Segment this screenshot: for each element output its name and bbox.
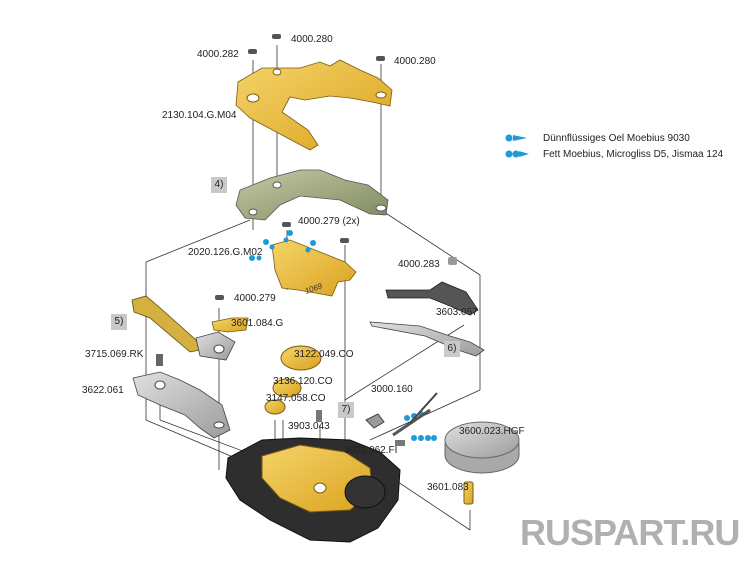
label-3147: 3147.058.CO [266,393,326,404]
bridge-green [235,169,389,221]
legend-label: Fett Moebius, Microgliss D5, Jismaa 124 [543,149,724,160]
label-3122: 3122.049.CO [294,349,354,360]
oil-drop-icon [505,134,527,142]
lubrication-marks [249,230,437,441]
step-5-badge: 5) [111,314,127,330]
part-3601-083 [463,481,474,505]
part-3601-084 [211,317,249,333]
spring-part [131,295,201,353]
label-3601-084: 3601.084.G [231,318,284,329]
label-3715: 3715.069.RK [85,349,144,360]
label-4000-283: 4000.283 [398,259,440,270]
screw-icons [215,34,457,300]
label-4000-279: 4000.279 [234,293,276,304]
screw-3903 [316,410,322,422]
battery-3600 [444,421,520,459]
pin-3715 [156,354,163,366]
label-4000-280: 4000.280 [291,34,333,45]
pinion-3001 [395,440,405,446]
watermark: RUSPART.RU [520,512,740,553]
label-3001: 3001.062.FI [344,445,398,456]
legend-grease: Fett Moebius, Microgliss D5, Jismaa 124 [505,149,723,160]
label-2130: 2130.104.G.M04 [162,110,237,121]
step-4-badge: 4) [211,177,227,193]
wheel-3147 [264,399,286,415]
bridge-2130 [235,59,393,151]
step-7-badge: 7) [338,402,354,418]
label-4000-280: 4000.280 [394,56,436,67]
step-6-badge: 6) [444,341,460,357]
wheel-3136 [272,378,302,398]
lever-6 [369,321,485,357]
label-3603: 3603.057 [436,307,478,318]
label-3600: 3600.023.HGF [459,426,525,437]
plate-2020 [271,239,357,297]
label-3136: 3136.120.CO [273,376,333,387]
grease-drop-icon [505,150,529,158]
legend-oil: Dünnflüssiges Oel Moebius 9030 [505,133,690,144]
label-4000-279-2x: 4000.279 (2x) [298,216,360,227]
legend-label: Dünnflüssiges Oel Moebius 9030 [543,133,690,144]
label-4000-282: 4000.282 [197,49,239,60]
lever-3603 [385,281,479,316]
part-3903-043 [365,413,385,429]
label-3000: 3000.160 [371,384,413,395]
wheel-3122 [280,345,322,371]
label-3903: 3903.043 [288,421,330,432]
label-2020: 2020.126.G.M02 [188,247,263,258]
label-3601-083: 3601.083 [427,482,469,493]
label-3622: 3622.061 [82,385,124,396]
